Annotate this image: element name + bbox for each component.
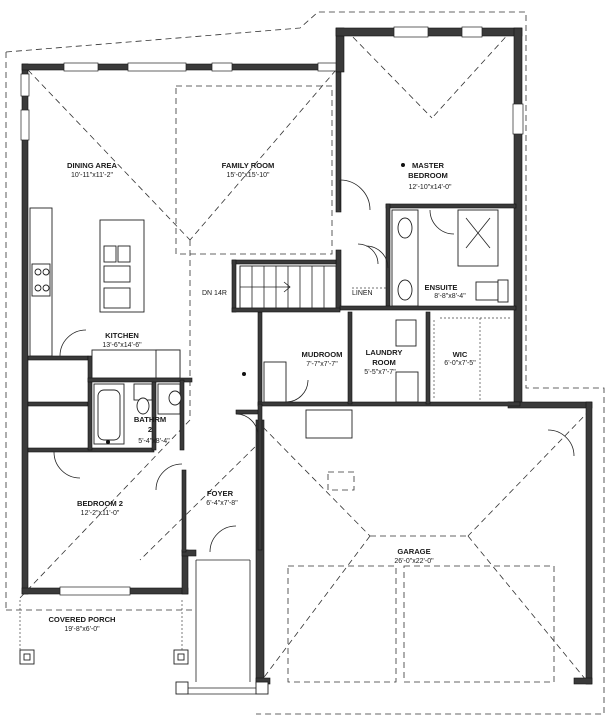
- bathroom-dims: 5'-4"x8'-4": [138, 438, 170, 445]
- garage-dims: 26'-0"x22'-0": [394, 558, 434, 565]
- dining-dims: 10'-11"x11'-2": [71, 172, 114, 179]
- master-dims: 12'-10"x14'-0": [408, 184, 452, 191]
- dining-label: DINING AREA: [67, 161, 117, 170]
- light-dot: [106, 440, 110, 444]
- windows: [20, 26, 524, 596]
- garage-label: GARAGE: [397, 547, 430, 556]
- stairs: [239, 265, 337, 309]
- laundry-label-2: ROOM: [372, 358, 396, 367]
- light-dot: [242, 372, 246, 376]
- light-dot: [401, 163, 405, 167]
- bathroom-label-2: 2: [148, 425, 152, 434]
- ensuite-label: ENSUITE: [425, 283, 458, 292]
- kitchen-counters: [29, 207, 181, 379]
- foyer-label: FOYER: [207, 489, 234, 498]
- laundry-dims: 5'-5"x7'-7": [364, 369, 396, 376]
- ensuite-dims: 8'-8"x8'-4": [434, 293, 466, 300]
- laundry-fixtures: [263, 319, 419, 439]
- bedroom2-label: BEDROOM 2: [77, 499, 123, 508]
- kitchen-label: KITCHEN: [105, 331, 139, 340]
- garage-doors: [287, 471, 555, 683]
- ensuite-fixtures: [391, 209, 509, 307]
- porch: [19, 559, 269, 695]
- family-dims: 15'-0"x15'-10": [226, 172, 270, 179]
- mudroom-dims: 7'-7"x7'-7": [306, 361, 338, 368]
- wic-dims: 6'-0"x7'-5": [444, 360, 476, 367]
- mudroom-label: MUDROOM: [302, 350, 343, 359]
- doors: [53, 179, 575, 553]
- porch-dims: 19'-8"x6'-0": [64, 626, 100, 633]
- bathroom-label-1: BATHRM: [134, 415, 166, 424]
- master-label-1: MASTER: [412, 161, 445, 170]
- family-room-ceiling: [175, 85, 333, 255]
- stairs-label: DN 14R: [202, 290, 227, 297]
- porch-label: COVERED PORCH: [48, 615, 115, 624]
- foyer-dims: 6'-4"x7'-8": [206, 500, 238, 507]
- interior-walls: [27, 71, 521, 553]
- kitchen-dims: 13'-6"x14'-6": [102, 342, 142, 349]
- bedroom2-dims: 12'-2"x11'-0": [81, 510, 120, 517]
- room-labels: DINING AREA 10'-11"x11'-2" FAMILY ROOM 1…: [48, 161, 476, 633]
- linen-label: LINEN: [352, 290, 373, 297]
- laundry-label-1: LAUNDRY: [366, 348, 403, 357]
- closet-shelves: [352, 287, 510, 400]
- bathroom-fixtures: [93, 383, 182, 445]
- roof-outline: [5, 11, 605, 715]
- wic-label: WIC: [453, 350, 468, 359]
- family-label: FAMILY ROOM: [222, 161, 275, 170]
- master-label-2: BEDROOM: [408, 171, 448, 180]
